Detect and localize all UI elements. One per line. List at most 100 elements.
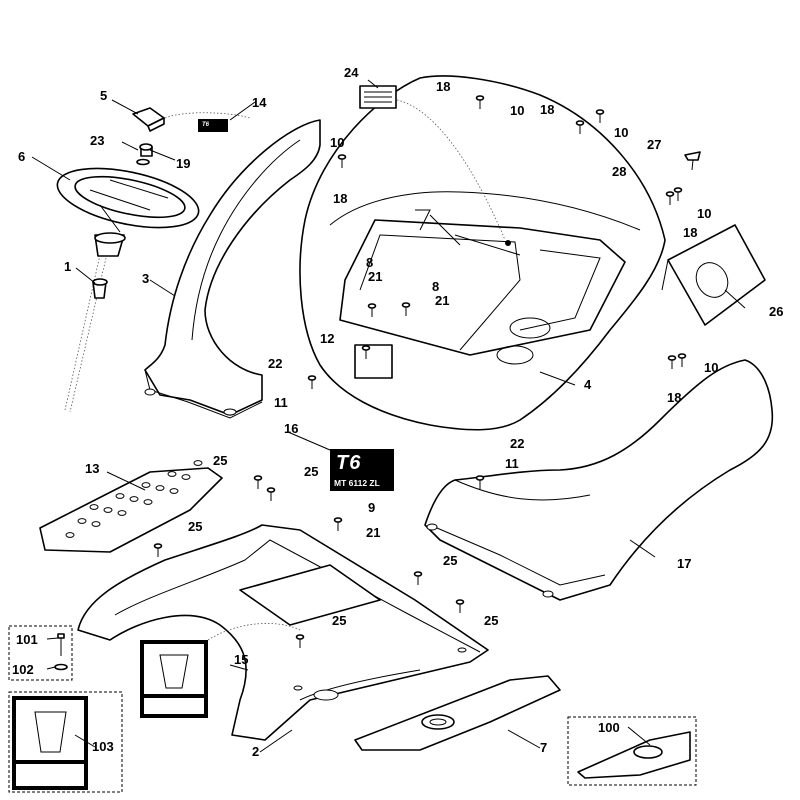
model-plate-model-text: MT 6112 ZL <box>334 478 380 488</box>
dash-side-panel <box>144 119 321 419</box>
callout-7: 7 <box>540 740 548 755</box>
screw <box>677 353 687 367</box>
model-plate-16: T6 MT 6112 ZL <box>330 449 394 491</box>
rear-access-panel <box>661 224 766 326</box>
screw <box>575 120 585 134</box>
screw <box>295 634 305 648</box>
screw <box>455 599 465 613</box>
callout-24: 24 <box>344 65 359 80</box>
tread-hole <box>129 496 139 502</box>
screw <box>413 571 423 585</box>
callout-11a: 11 <box>274 395 288 410</box>
callout-12: 12 <box>320 331 335 346</box>
callout-102: 102 <box>12 662 34 677</box>
tread-hole <box>169 488 179 494</box>
leader-lines <box>31 79 746 753</box>
callout-16: 16 <box>284 421 299 436</box>
callout-101: 101 <box>16 632 38 647</box>
callout-18b: 18 <box>540 102 555 117</box>
callout-25c: 25 <box>188 519 203 534</box>
callout-9: 9 <box>368 500 376 515</box>
callout-25f: 25 <box>332 613 347 628</box>
fasteners <box>153 95 701 648</box>
callout-10c: 10 <box>614 125 629 140</box>
callout-22a: 22 <box>268 356 283 371</box>
callout-27: 27 <box>647 137 662 152</box>
badge-14: T6 <box>198 119 228 132</box>
callout-10e: 10 <box>704 360 719 375</box>
callout-22b: 22 <box>510 436 525 451</box>
steering-cap-parts <box>132 107 251 166</box>
steering-column-shaft <box>64 254 108 413</box>
callout-18d: 18 <box>683 225 698 240</box>
steering-wheel <box>56 167 200 257</box>
footrest-variant <box>567 716 697 786</box>
callout-13: 13 <box>85 461 100 476</box>
footrest-left-treads <box>65 460 203 538</box>
callout-10a: 10 <box>330 135 345 150</box>
callout-100: 100 <box>598 720 620 735</box>
callout-6: 6 <box>18 149 26 164</box>
callout-26: 26 <box>769 304 784 319</box>
callout-23: 23 <box>90 133 105 148</box>
footrest-right <box>354 675 561 751</box>
tread-hole <box>65 532 75 538</box>
screw <box>673 187 683 201</box>
tread-hole <box>141 482 151 488</box>
callout-1: 1 <box>64 259 72 274</box>
footrest-left <box>39 460 223 553</box>
callout-10b: 10 <box>510 103 525 118</box>
screw <box>401 302 411 316</box>
screw <box>333 517 343 531</box>
callout-25a: 25 <box>213 453 228 468</box>
screw <box>367 303 377 317</box>
callout-8b: 8 <box>432 279 440 294</box>
decal-103 <box>8 691 123 793</box>
rear-fender <box>424 359 774 601</box>
callout-14: 14 <box>252 95 267 110</box>
callout-103: 103 <box>92 739 114 754</box>
screw <box>475 95 485 109</box>
tread-hole <box>77 518 87 524</box>
callout-15: 15 <box>234 652 249 667</box>
dashboard-hood <box>299 75 666 431</box>
tread-hole <box>143 499 153 505</box>
decal-24 <box>359 85 506 241</box>
callout-28: 28 <box>612 164 627 179</box>
callout-25b: 25 <box>304 464 319 479</box>
tread-hole <box>117 510 127 516</box>
tread-hole <box>181 474 191 480</box>
screw <box>266 487 276 501</box>
tread-hole <box>89 504 99 510</box>
callout-3: 3 <box>142 271 150 286</box>
callout-10d: 10 <box>697 206 712 221</box>
tread-hole <box>103 507 113 513</box>
callout-2: 2 <box>252 744 260 759</box>
callout-21b: 21 <box>435 293 450 308</box>
callout-17: 17 <box>677 556 692 571</box>
model-plate-logo: T6 <box>336 452 362 474</box>
callout-4: 4 <box>584 377 592 392</box>
screw <box>595 109 605 123</box>
screw <box>361 345 371 359</box>
callout-21c: 21 <box>366 525 381 540</box>
callout-25e: 25 <box>484 613 499 628</box>
screw <box>253 475 263 489</box>
callout-19: 19 <box>176 156 191 171</box>
decal-15 <box>140 623 301 718</box>
screw <box>475 475 485 489</box>
callout-11b: 11 <box>505 456 519 471</box>
screw <box>307 375 317 389</box>
screw <box>667 355 677 369</box>
screw-box <box>8 625 73 681</box>
tread-hole <box>167 471 177 477</box>
screw <box>665 191 675 205</box>
callout-18a: 18 <box>436 79 451 94</box>
callout-8a: 8 <box>366 255 374 270</box>
callout-5: 5 <box>100 88 108 103</box>
tread-hole <box>155 485 165 491</box>
callout-18e: 18 <box>667 390 682 405</box>
tread-hole <box>115 493 125 499</box>
badge-14-text: T6 <box>202 122 210 128</box>
